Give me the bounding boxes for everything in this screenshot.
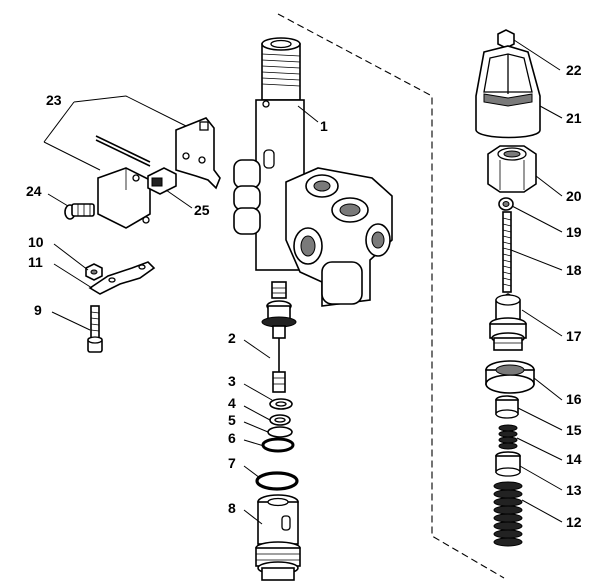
label-part-8: 8 — [228, 500, 236, 516]
label-part-1: 1 — [320, 118, 328, 134]
label-part-15: 15 — [566, 422, 582, 438]
label-part-23: 23 — [46, 92, 62, 108]
part-23-switch-assembly — [95, 117, 221, 229]
part-12-spring — [493, 481, 523, 547]
leader-lines — [43, 39, 563, 525]
part-7-o-ring — [255, 471, 299, 491]
part-14-spring — [498, 424, 518, 450]
part-19-nut — [498, 197, 514, 211]
label-part-2: 2 — [228, 330, 236, 346]
label-part-24: 24 — [26, 183, 42, 199]
label-part-7: 7 — [228, 455, 236, 471]
label-part-22: 22 — [566, 62, 582, 78]
label-part-6: 6 — [228, 430, 236, 446]
part-21-knob — [475, 45, 541, 139]
label-part-25: 25 — [194, 202, 210, 218]
label-part-10: 10 — [28, 234, 44, 250]
label-part-20: 20 — [566, 188, 582, 204]
label-part-21: 21 — [566, 110, 582, 126]
part-16-ring-nut — [485, 360, 535, 394]
label-part-16: 16 — [566, 391, 582, 407]
label-part-5: 5 — [228, 412, 236, 428]
part-20-union-nut — [487, 145, 537, 193]
label-part-19: 19 — [566, 224, 582, 240]
part-2-valve-stem — [261, 281, 297, 393]
part-24-screw — [64, 203, 95, 220]
label-part-17: 17 — [566, 328, 582, 344]
part-11-plate — [88, 261, 156, 295]
label-part-3: 3 — [228, 373, 236, 389]
part-18-threaded-rod — [502, 211, 512, 293]
part-5-seal — [267, 426, 293, 438]
part-1-valve-body — [233, 37, 393, 307]
label-part-18: 18 — [566, 262, 582, 278]
part-10-nut — [85, 263, 103, 281]
label-part-14: 14 — [566, 451, 582, 467]
part-22-cap — [497, 29, 515, 49]
part-8-valve-seat — [255, 494, 301, 581]
label-part-9: 9 — [34, 302, 42, 318]
part-17-adjuster — [489, 293, 527, 351]
part-6-o-ring — [261, 437, 295, 453]
label-part-4: 4 — [228, 395, 236, 411]
part-13-spring-cap — [495, 451, 521, 477]
label-part-12: 12 — [566, 514, 582, 530]
part-9-screw — [87, 305, 103, 353]
label-part-11: 11 — [28, 254, 43, 270]
part-15-sleeve — [495, 395, 519, 419]
part-25-actuator — [147, 167, 177, 195]
assembly-guide-line — [277, 13, 505, 579]
label-part-13: 13 — [566, 482, 582, 498]
